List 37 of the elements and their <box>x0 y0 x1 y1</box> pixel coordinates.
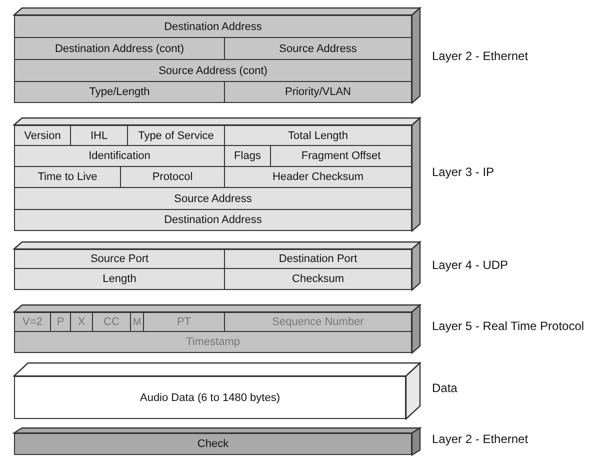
field-cell: Destination Address <box>14 209 412 231</box>
field-cell: X <box>70 312 93 332</box>
field-cell: Total Length <box>224 125 412 146</box>
layer-label: Layer 2 - Ethernet <box>432 432 528 446</box>
field-cell: Header Checksum <box>224 166 412 188</box>
field-cell: IHL <box>70 125 128 146</box>
field-cell: Length <box>14 268 225 290</box>
field-cell: PT <box>143 312 225 332</box>
field-cell: V=2 <box>14 312 51 332</box>
field-cell: P <box>50 312 71 332</box>
field-cell: Destination Port <box>224 249 412 269</box>
field-cell: Type of Service <box>127 125 225 146</box>
field-cell: Timestamp <box>14 331 412 353</box>
layer-label: Layer 5 - Real Time Protocol <box>432 319 584 333</box>
field-cell: Priority/VLAN <box>224 81 412 103</box>
field-cell: Checksum <box>224 268 412 290</box>
field-cell: Source Address (cont) <box>14 59 412 82</box>
field-cell: Source Port <box>14 249 225 269</box>
field-cell: Time to Live <box>14 166 121 188</box>
field-cell: Protocol <box>120 166 225 188</box>
field-cell: Flags <box>224 145 271 167</box>
field-cell: CC <box>92 312 131 332</box>
field-cell: Identification <box>14 145 225 167</box>
field-cell: Check <box>14 433 412 455</box>
layer-label: Layer 3 - IP <box>432 165 494 179</box>
field-cell: Source Address <box>224 37 412 60</box>
field-cell: Destination Address <box>14 15 412 38</box>
field-cell: Type/Length <box>14 81 225 103</box>
field-cell: Destination Address (cont) <box>14 37 225 60</box>
field-cell: Audio Data (6 to 1480 bytes) <box>14 376 406 419</box>
field-cell: Fragment Offset <box>270 145 412 167</box>
field-cell: Sequence Number <box>224 312 412 332</box>
field-cell: Source Address <box>14 187 412 210</box>
layer-label: Layer 2 - Ethernet <box>432 49 528 63</box>
layer-label: Data <box>432 381 458 395</box>
field-cell: Version <box>14 125 71 146</box>
layer-label: Layer 4 - UDP <box>432 258 508 272</box>
